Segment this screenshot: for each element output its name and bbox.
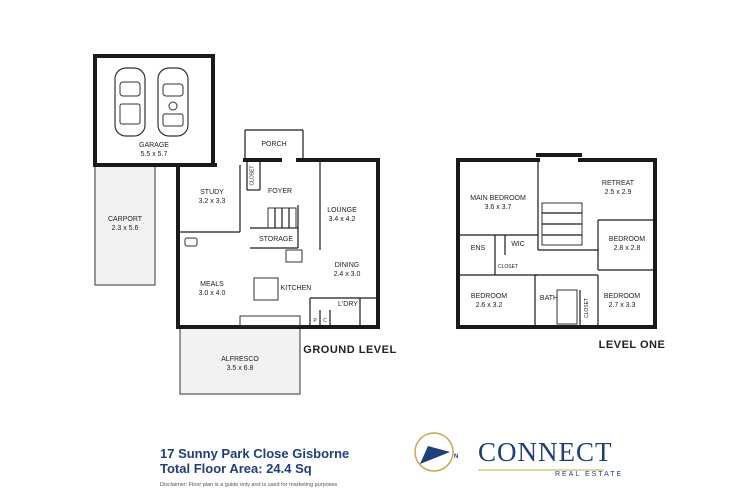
- convertible-car-icon: [157, 67, 189, 137]
- kitchen-bench: [239, 315, 301, 327]
- ldry-label: L'DRY: [338, 301, 358, 308]
- toilet-icon: [184, 237, 198, 247]
- retreat-dims: 2.5 x 2.9: [605, 189, 632, 196]
- bedroom-b-dims: 2.6 x 3.2: [476, 302, 503, 309]
- dining-dims: 2.4 x 3.0: [334, 271, 361, 278]
- bedroom-a-label: BEDROOM: [609, 236, 645, 243]
- brand-tagline: REAL ESTATE: [555, 471, 624, 478]
- kitchen-label: KITCHEN: [281, 285, 312, 292]
- stove-icon: [285, 249, 303, 263]
- porch-walls: [244, 129, 304, 160]
- bedroom-c-dims: 2.7 x 3.3: [609, 302, 636, 309]
- main-bedroom-label: MAIN BEDROOM: [470, 195, 526, 202]
- main-bedroom-dims: 3.6 x 3.7: [485, 204, 512, 211]
- level-one-walls: [456, 153, 657, 329]
- kitchen-island: [253, 277, 279, 301]
- compass-icon: N: [414, 432, 458, 472]
- alfresco-dims: 3.5 x 6.8: [227, 365, 254, 372]
- garage-label: GARAGE: [139, 142, 169, 149]
- svg-text:N: N: [454, 454, 458, 460]
- ground-level-title: GROUND LEVEL: [303, 344, 396, 356]
- property-address: 17 Sunny Park Close Gisborne: [160, 446, 350, 461]
- retreat-label: RETREAT: [602, 180, 635, 187]
- total-floor-area: Total Floor Area: 24.4 Sq: [160, 461, 312, 476]
- bedroom-a-dims: 2.8 x 2.8: [614, 245, 641, 252]
- alfresco-area: [179, 326, 301, 395]
- study-dims: 3.2 x 3.3: [199, 198, 226, 205]
- lounge-dims: 3.4 x 4.2: [329, 216, 356, 223]
- stairs-ground: [267, 207, 297, 229]
- study-label: STUDY: [200, 189, 224, 196]
- closet-up1-label: CLOSET: [498, 264, 518, 270]
- garage-walls: [93, 54, 215, 167]
- stairs-level-one: [541, 202, 583, 246]
- lounge-label: LOUNGE: [327, 207, 357, 214]
- bedroom-b-label: BEDROOM: [471, 293, 507, 300]
- carport-dims: 2.3 x 5.6: [112, 225, 139, 232]
- meals-label: MEALS: [200, 281, 224, 288]
- alfresco-label: ALFRESCO: [221, 356, 259, 363]
- meals-dims: 3.0 x 4.0: [199, 290, 226, 297]
- carport-label: CARPORT: [108, 216, 143, 223]
- pantry-c-label: C: [323, 318, 327, 324]
- dining-label: DINING: [335, 262, 360, 269]
- garage-dims: 5.5 x 5.7: [141, 151, 168, 158]
- closet-up2-label: CLOSET: [584, 298, 590, 318]
- bedroom-c-label: BEDROOM: [604, 293, 640, 300]
- brand-logo: CONNECT: [478, 437, 613, 467]
- pantry-p-label: P: [313, 318, 317, 324]
- disclaimer: Disclaimer: Floor plan is a guide only a…: [160, 482, 338, 488]
- storage-label: STORAGE: [259, 236, 293, 243]
- car-icon: [114, 67, 146, 137]
- bath-label: BATH: [540, 295, 558, 302]
- level-one-title: LEVEL ONE: [599, 339, 666, 351]
- ens-label: ENS: [471, 245, 486, 252]
- wic-label: WIC: [511, 241, 525, 248]
- porch-label: PORCH: [261, 141, 286, 148]
- carport-area: [94, 164, 156, 286]
- bathtub-icon: [556, 289, 578, 325]
- closet-ground-label: CLOSET: [250, 165, 256, 185]
- foyer-label: FOYER: [268, 188, 292, 195]
